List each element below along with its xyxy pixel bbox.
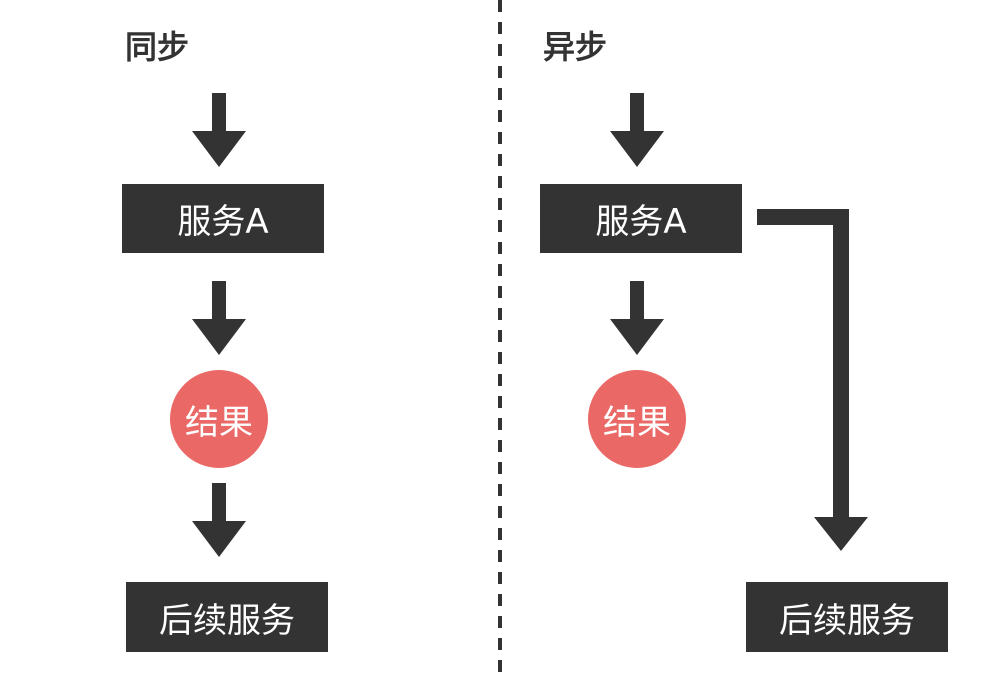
async-service-a-box: 服务A: [540, 184, 742, 253]
async-service-to-next-arrow: [757, 209, 868, 551]
sync-service-a-box: 服务A: [122, 184, 324, 253]
async-entry-arrow: [610, 93, 664, 167]
sync-result-to-next-arrow: [192, 483, 246, 557]
sync-result-circle: 结果: [170, 370, 268, 468]
async-title: 异步: [543, 28, 608, 66]
sync-title: 同步: [125, 28, 190, 66]
async-next-service-box: 后续服务: [746, 582, 948, 652]
sync-next-service-box: 后续服务: [126, 582, 328, 652]
async-service-to-result-arrow: [610, 281, 664, 355]
async-result-circle: 结果: [588, 370, 686, 468]
sync-entry-arrow: [192, 93, 246, 167]
sync-service-to-result-arrow: [192, 281, 246, 355]
